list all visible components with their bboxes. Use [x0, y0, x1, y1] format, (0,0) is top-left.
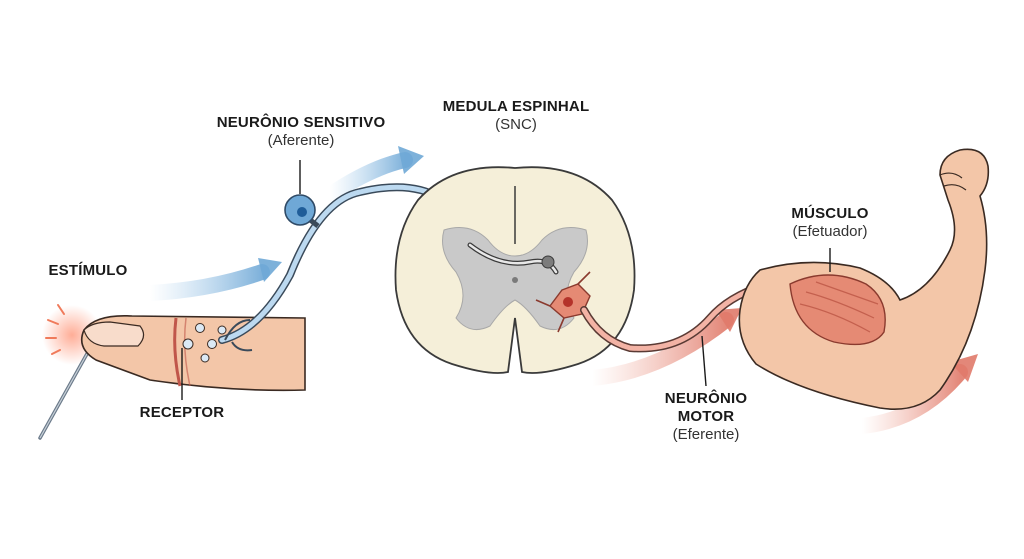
afferent-flow-arrow-2	[322, 146, 424, 203]
biceps-muscle	[789, 274, 886, 346]
motor-label-pointer	[701, 335, 707, 387]
muscle-label: MÚSCULO (Efetuador)	[770, 205, 890, 241]
muscle-title: MÚSCULO	[791, 205, 869, 222]
receptor-title: RECEPTOR	[139, 404, 225, 421]
sensory-neuron-subtitle: (Aferente)	[267, 132, 335, 149]
needle	[38, 350, 90, 440]
motor-neuron-title-line1: NEURÔNIO	[664, 390, 748, 407]
spinal-cord-label: MEDULA ESPINHAL (SNC)	[418, 98, 614, 134]
spinal-cord	[394, 166, 636, 374]
sensory-neuron-title: NEURÔNIO SENSITIVO	[216, 114, 386, 131]
finger	[80, 314, 306, 392]
receptor-label: RECEPTOR	[132, 404, 232, 422]
spinal-cord-subtitle: (SNC)	[495, 116, 537, 133]
arm	[738, 148, 990, 410]
sensory-cell-body	[284, 194, 320, 228]
stimulus-rays	[45, 304, 65, 355]
stimulus-label: ESTÍMULO	[38, 262, 138, 280]
motor-cell-body	[535, 271, 591, 333]
stimulus-title: ESTÍMULO	[48, 262, 128, 279]
sensory-neuron-label: NEURÔNIO SENSITIVO (Aferente)	[196, 114, 406, 150]
motor-neuron-title-line2: MOTOR	[677, 408, 735, 425]
receptor-endings	[182, 323, 227, 363]
muscle-subtitle: (Efetuador)	[792, 223, 868, 240]
spinal-cord-title: MEDULA ESPINHAL	[442, 98, 590, 115]
afferent-flow-arrow-1	[142, 258, 282, 301]
motor-neuron-label: NEURÔNIO MOTOR (Eferente)	[646, 390, 766, 444]
efferent-flow-arrow-1	[584, 308, 742, 386]
motor-neuron-subtitle: (Eferente)	[672, 426, 740, 443]
interneuron	[467, 242, 559, 275]
